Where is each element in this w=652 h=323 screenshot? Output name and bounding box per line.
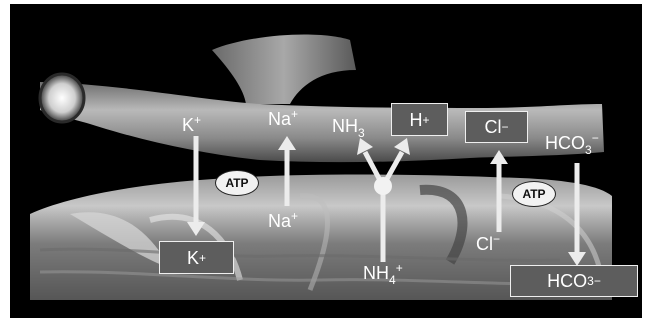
label-hco3-top: HCO3− [545, 134, 599, 152]
split-junction [374, 177, 392, 195]
atp-right: ATP [512, 181, 556, 207]
box-h: H+ [391, 103, 448, 136]
label-k-top: K+ [182, 116, 201, 134]
label-na-bottom: Na+ [268, 212, 298, 230]
label-nh4: NH4+ [363, 264, 403, 282]
label-cl-bottom: Cl− [476, 235, 500, 253]
box-cl: Cl− [465, 111, 528, 143]
label-nh3: NH3 [332, 117, 365, 135]
box-k: K+ [159, 241, 234, 274]
atp-left: ATP [215, 170, 259, 196]
label-na-top: Na+ [268, 110, 298, 128]
